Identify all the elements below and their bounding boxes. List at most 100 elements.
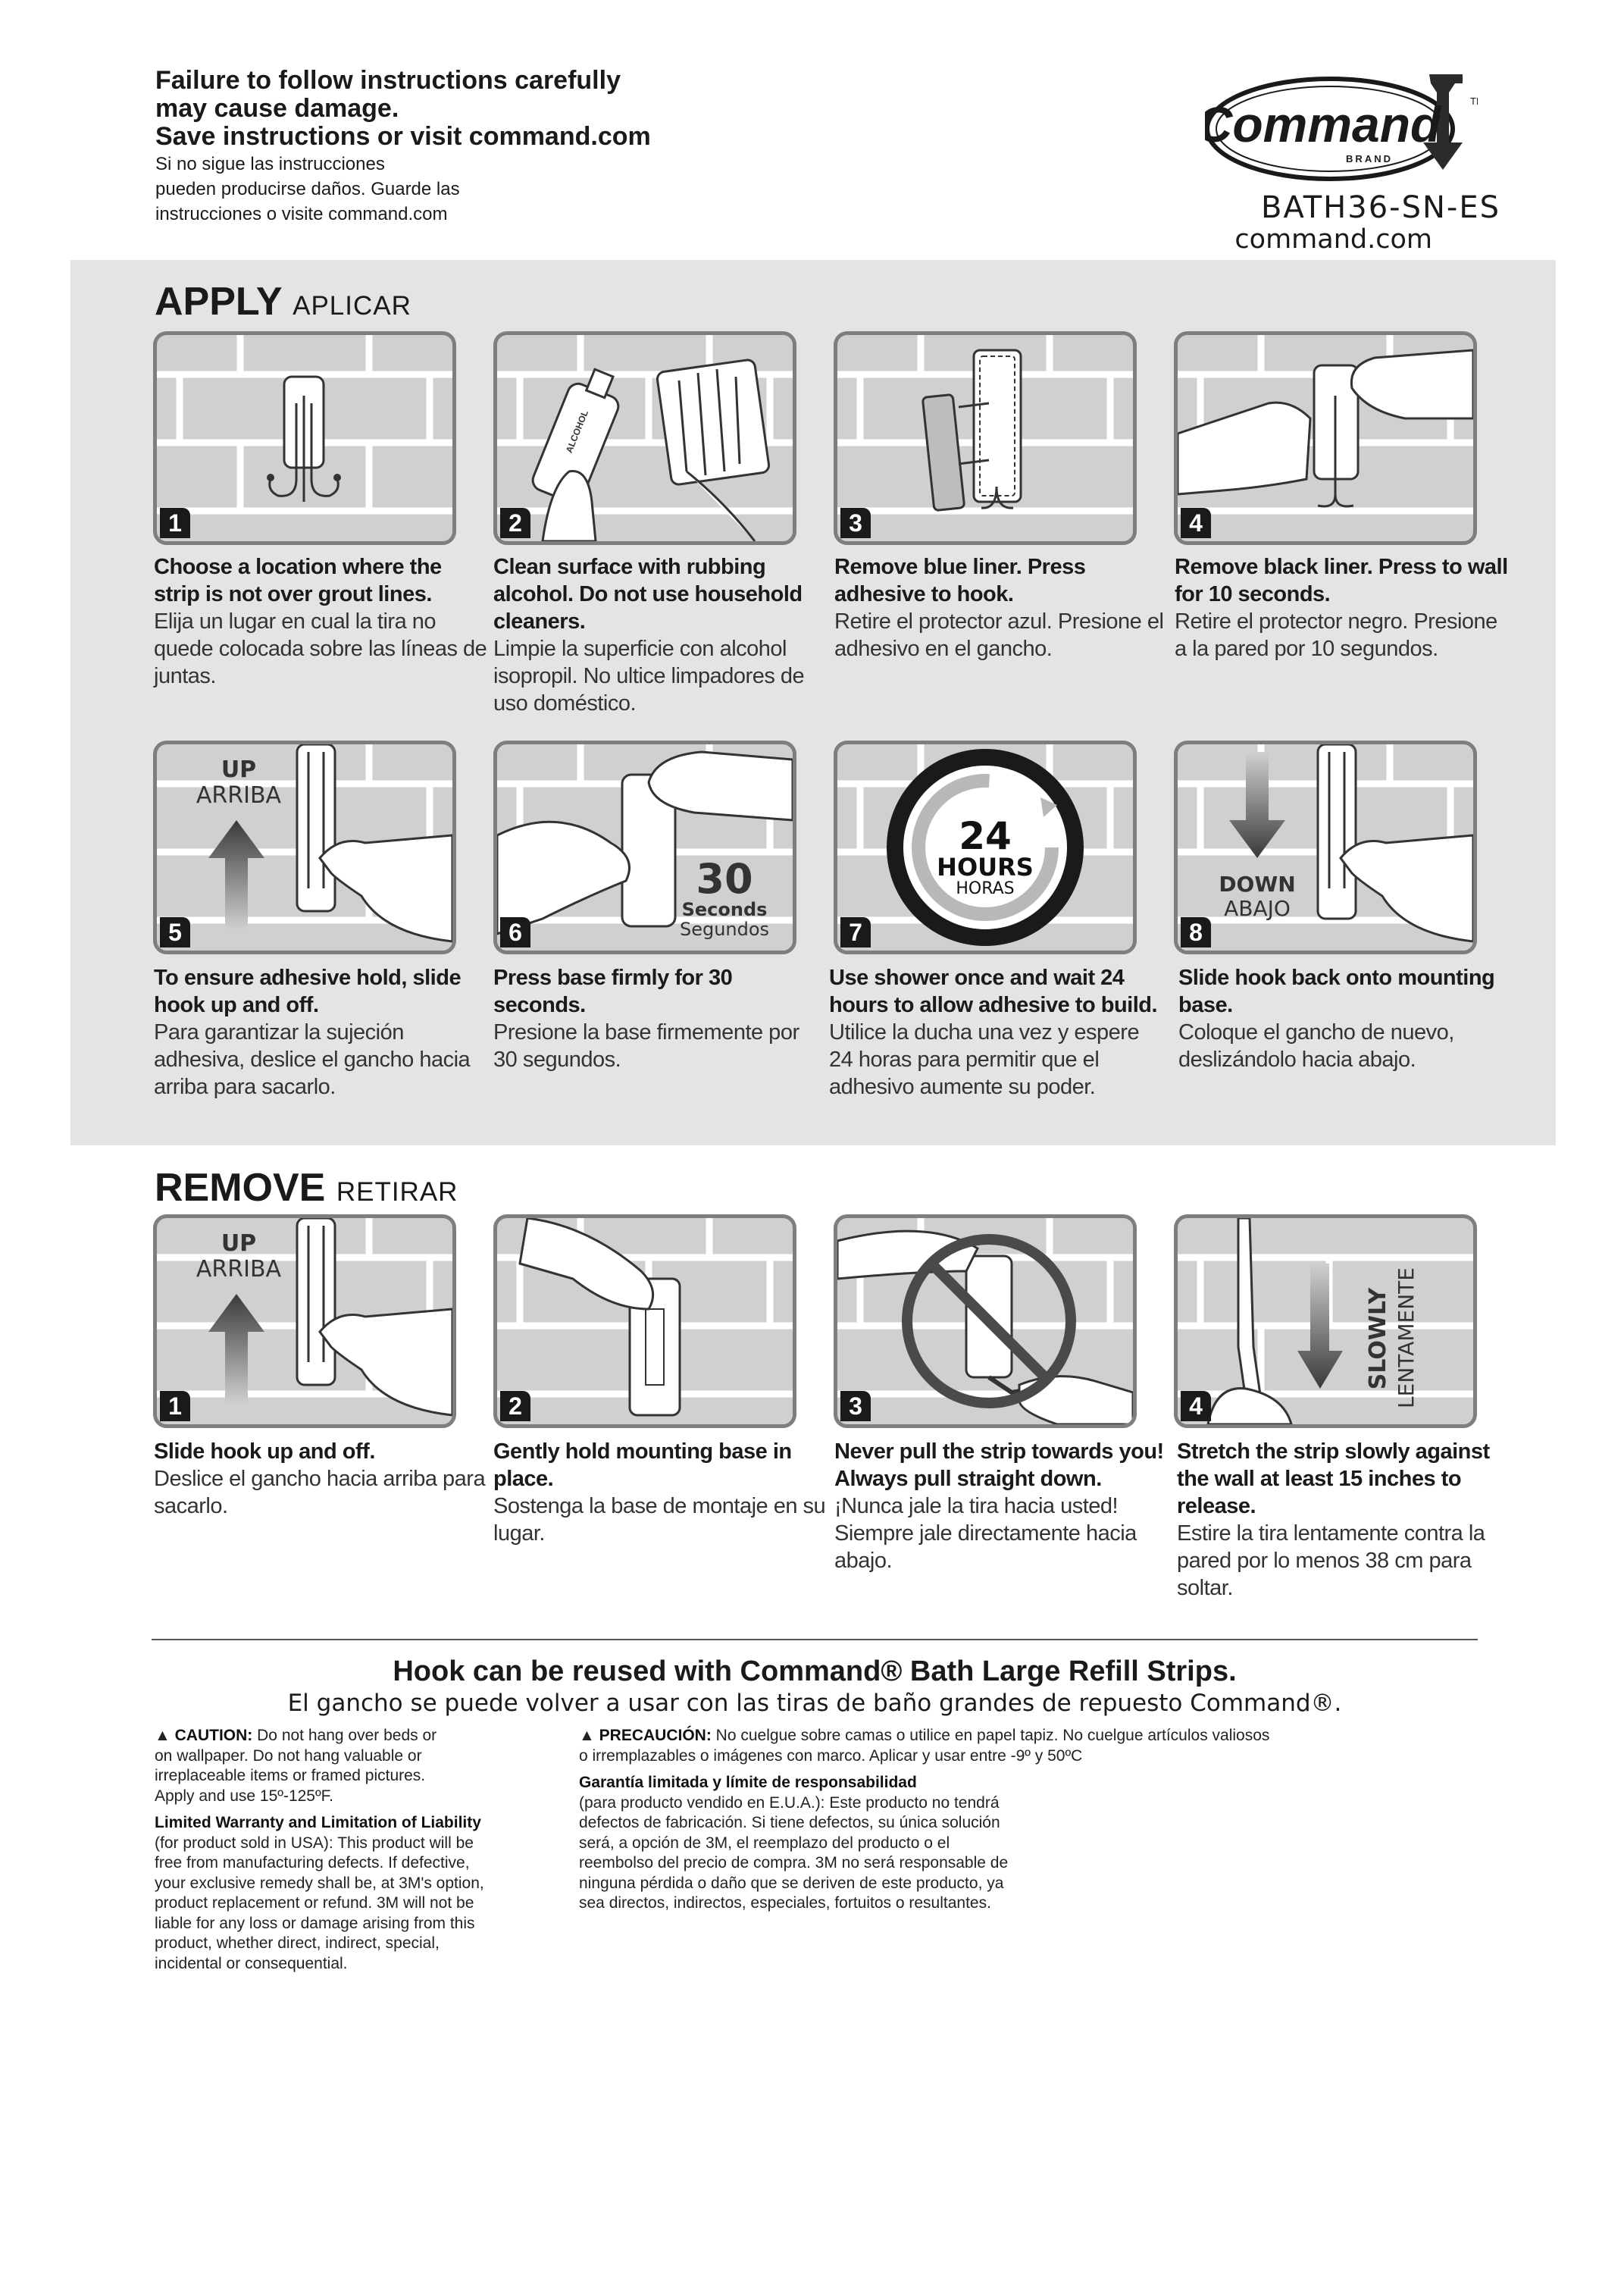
warranty-line: product replacement or refund. 3M will n… bbox=[155, 1894, 474, 1912]
caution-line: Apply and use 15º-125ºF. bbox=[155, 1787, 333, 1805]
remove-step-4-caption: Stretch the strip slowly against the wal… bbox=[1177, 1438, 1510, 1602]
down-label: DOWN bbox=[1219, 872, 1296, 897]
remove-title-en: REMOVE bbox=[155, 1166, 326, 1210]
hold-base-icon bbox=[497, 1218, 793, 1417]
stretch-slowly-icon bbox=[1178, 1218, 1473, 1424]
press-base-icon bbox=[497, 744, 793, 935]
step-text-en: Slide hook back onto mounting base. bbox=[1178, 966, 1495, 1017]
warranty-line: product, whether direct, indirect, speci… bbox=[155, 1934, 440, 1952]
step-number: 5 bbox=[160, 917, 190, 948]
remove-title-es: RETIRAR bbox=[336, 1177, 458, 1207]
step-text-en: Stretch the strip slowly against the wal… bbox=[1177, 1439, 1490, 1518]
apply-step-8-illustration: DOWN ABAJO 8 bbox=[1174, 741, 1477, 954]
warning-es: Si no sigue las instrucciones pueden pro… bbox=[155, 152, 686, 227]
remove-step-1-illustration: UP ARRIBA 1 bbox=[153, 1214, 456, 1428]
apply-step-2-caption: Clean surface with rubbing alcohol. Do n… bbox=[493, 553, 827, 717]
step-number: 1 bbox=[160, 508, 190, 538]
precaucion-line: o irremplazables o imágenes con marco. A… bbox=[579, 1746, 1083, 1765]
reuse-note-es: El gancho se puede volver a usar con las… bbox=[287, 1690, 1342, 1717]
garantia-line: sea directos, indirectos, especiales, fo… bbox=[579, 1894, 991, 1912]
remove-step-4-illustration: SLOWLY LENTAMENTE 4 bbox=[1174, 1214, 1477, 1428]
step-text-en: To ensure adhesive hold, slide hook up a… bbox=[154, 966, 462, 1017]
step-number: 6 bbox=[500, 917, 530, 948]
step-text-en: Choose a location where the strip is not… bbox=[154, 555, 442, 606]
step-text-es: Retire el protector azul. Presione el ad… bbox=[834, 609, 1164, 661]
step-text-en: Gently hold mounting base in place. bbox=[493, 1439, 792, 1491]
step-number: 4 bbox=[1181, 1391, 1211, 1421]
warranty-line: your exclusive remedy shall be, at 3M's … bbox=[155, 1874, 484, 1892]
brand-sub: BRAND bbox=[1346, 153, 1393, 164]
down-label-es: ABAJO bbox=[1224, 896, 1291, 921]
up-label: UP bbox=[221, 1230, 257, 1257]
step-text-es: ¡Nunca jale la tira hacia usted! Siempre… bbox=[834, 1494, 1137, 1573]
step-text-en: Use shower once and wait 24 hours to all… bbox=[829, 966, 1158, 1017]
apply-step-4-caption: Remove black liner. Press to wall for 10… bbox=[1175, 553, 1508, 662]
step-text-en: Remove blue liner. Press adhesive to hoo… bbox=[834, 555, 1086, 606]
slide-up-icon bbox=[157, 1218, 452, 1417]
apply-step-8-caption: Slide hook back onto mounting base. Colo… bbox=[1178, 964, 1512, 1073]
reuse-note: Hook can be reused with Command® Bath La… bbox=[393, 1655, 1237, 1687]
precaucion-block: ▲ PRECAUCIÓN: No cuelgue sobre camas o u… bbox=[579, 1726, 1413, 1914]
warranty-title: Limited Warranty and Limitation of Liabi… bbox=[155, 1814, 481, 1831]
warning-line: Failure to follow instructions carefully bbox=[155, 66, 621, 95]
step-number: 3 bbox=[840, 508, 871, 538]
step-text-es: Para garantizar la sujeción adhesiva, de… bbox=[154, 1020, 471, 1099]
apply-step-6-caption: Press base firmly for 30 seconds. Presio… bbox=[493, 964, 827, 1073]
apply-step-5-illustration: UP ARRIBA 5 bbox=[153, 741, 456, 954]
remove-step-1-caption: Slide hook up and off. Deslice el gancho… bbox=[154, 1438, 487, 1520]
warranty-line: liable for any loss or damage arising fr… bbox=[155, 1914, 475, 1932]
apply-step-5-caption: To ensure adhesive hold, slide hook up a… bbox=[154, 964, 487, 1101]
warning-line: Save instructions or visit command.com bbox=[155, 122, 651, 151]
step-text-es: Coloque el gancho de nuevo, deslizándolo… bbox=[1178, 1020, 1454, 1072]
step-text-es: Deslice el gancho hacia arriba para saca… bbox=[154, 1467, 486, 1518]
step-text-en: Remove black liner. Press to wall for 10… bbox=[1175, 555, 1508, 606]
up-label-es: ARRIBA bbox=[196, 1256, 282, 1283]
step-text-es: Utilice la ducha una vez y espere 24 hor… bbox=[829, 1020, 1140, 1099]
command-logo: Command BRAND TM bbox=[1205, 74, 1478, 181]
warranty-line: incidental or consequential. bbox=[155, 1954, 348, 1972]
apply-step-4-illustration: 4 bbox=[1174, 331, 1477, 545]
divider bbox=[152, 1639, 1478, 1640]
seconds-label-es: Segundos bbox=[679, 919, 770, 940]
apply-step-6-illustration: 30 Seconds Segundos 6 bbox=[493, 741, 796, 954]
warning-triangle-icon: ▲ bbox=[579, 1727, 595, 1744]
warning-heading: Failure to follow instructions carefully… bbox=[155, 67, 913, 151]
garantia-line: defectos de fabricación. Si tiene defect… bbox=[579, 1814, 1000, 1831]
step-text-en: Never pull the strip towards you! Always… bbox=[834, 1439, 1164, 1491]
seconds-value: 30 bbox=[696, 855, 753, 903]
strip-to-hook-icon bbox=[837, 335, 1133, 515]
step-number: 7 bbox=[840, 917, 871, 948]
step-number: 1 bbox=[160, 1391, 190, 1421]
garantia-line: será, a opción de 3M, el reemplazo del p… bbox=[579, 1834, 950, 1852]
step-number: 3 bbox=[840, 1391, 871, 1421]
warning-triangle-icon: ▲ bbox=[155, 1727, 171, 1744]
step-number: 8 bbox=[1181, 917, 1211, 948]
garantia-line: ninguna pérdida o daño que se deriven de… bbox=[579, 1874, 1004, 1892]
caution-line: Do not hang over beds or bbox=[257, 1727, 437, 1744]
slide-up-icon bbox=[157, 744, 452, 943]
hours-label-es: HORAS bbox=[956, 879, 1015, 898]
alcohol-wipe-icon: ALCOHOL bbox=[497, 335, 793, 541]
brand-name: Command bbox=[1205, 96, 1442, 152]
hours-label: HOURS bbox=[937, 853, 1034, 882]
seconds-label: Seconds bbox=[681, 899, 768, 920]
caution-label: CAUTION: bbox=[174, 1727, 253, 1744]
garantia-line: reembolso del precio de compra. 3M no se… bbox=[579, 1854, 1009, 1872]
step-text-es: Sostenga la base de montaje en su lugar. bbox=[493, 1494, 826, 1546]
warning-es-line: instrucciones o visite command.com bbox=[155, 204, 448, 224]
website: command.com bbox=[1234, 224, 1432, 255]
slide-down-icon bbox=[1178, 744, 1473, 943]
step-text-en: Clean surface with rubbing alcohol. Do n… bbox=[493, 555, 803, 634]
apply-title-es: APLICAR bbox=[293, 291, 411, 321]
step-text-en: Press base firmly for 30 seconds. bbox=[493, 966, 733, 1017]
precaucion-label: PRECAUCIÓN: bbox=[599, 1727, 712, 1744]
warning-line: may cause damage. bbox=[155, 94, 399, 123]
hours-value: 24 bbox=[959, 814, 1012, 858]
step-text-es: Elija un lugar en cual la tira no quede … bbox=[154, 609, 487, 688]
warranty-line: (for product sold in USA): This product … bbox=[155, 1834, 474, 1852]
tile-hook-icon bbox=[157, 335, 452, 515]
step-number: 2 bbox=[500, 1391, 530, 1421]
press-to-wall-icon bbox=[1178, 335, 1473, 515]
step-text-es: Estire la tira lentamente contra la pare… bbox=[1177, 1521, 1485, 1600]
up-label-es: ARRIBA bbox=[196, 782, 282, 809]
